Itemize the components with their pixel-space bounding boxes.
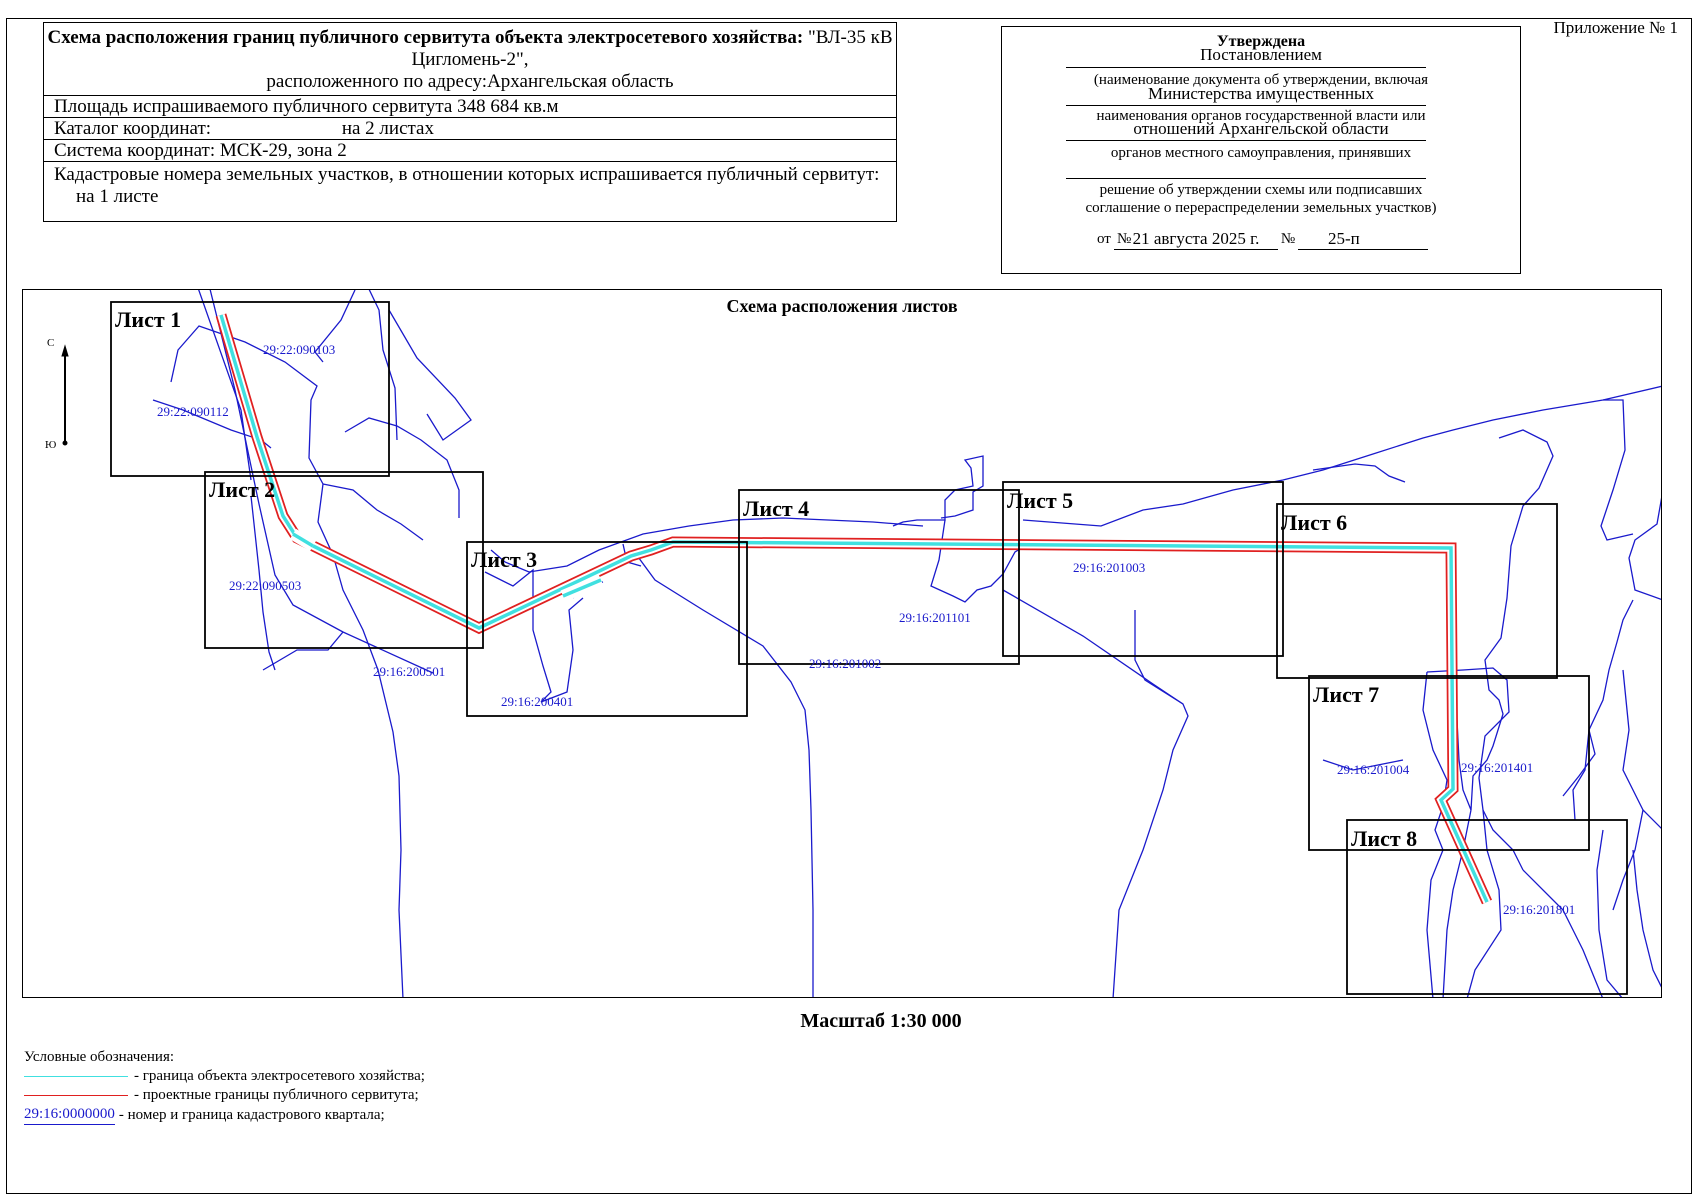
quarter-label: 29:22:090503 xyxy=(229,578,301,593)
legend-object-text: - граница объекта электросетевого хозяйс… xyxy=(134,1068,425,1084)
sheet-label-6: Лист 6 xyxy=(1281,510,1347,535)
cadastral-value: на 1 листе xyxy=(76,186,159,207)
cadastral-row: Кадастровые номера земельных участков, в… xyxy=(44,162,896,208)
quarter-label: 29:22:090103 xyxy=(263,342,335,357)
approval-heading: Утверждена xyxy=(1216,33,1306,50)
quarter-label: 29:22:090112 xyxy=(157,404,229,419)
legend-title: Условные обозначения: xyxy=(24,1049,175,1065)
legend: Условные обозначения: - граница объекта … xyxy=(24,1048,425,1125)
legend-servitude-text: - проектные границы публичного сервитута… xyxy=(134,1087,419,1103)
approval-note2: наименования органов государственной вла… xyxy=(1096,108,1426,124)
quarter-label: 29:16:200501 xyxy=(373,664,445,679)
sheet-label-3: Лист 3 xyxy=(471,547,537,572)
info-table: Схема расположения границ публичного сер… xyxy=(43,22,897,222)
approval-note5: соглашение о перераспределении земельных… xyxy=(1085,200,1437,216)
approval-num-label: № xyxy=(1117,231,1132,247)
sheet-label-4: Лист 4 xyxy=(743,496,809,521)
title-bold: Схема расположения границ публичного сер… xyxy=(47,27,804,48)
legend-servitude-item: - проектные границы публичного сервитута… xyxy=(24,1086,425,1105)
quarter-label: 29:16:201401 xyxy=(1461,760,1533,775)
catalog-value: на 2 листах xyxy=(341,118,434,139)
map-title: Схема расположения листов xyxy=(726,296,958,316)
quarter-label: 29:16:201101 xyxy=(899,610,971,625)
approval-from-label: от xyxy=(1097,231,1111,247)
quarter-label: 29:16:201801 xyxy=(1503,902,1575,917)
cadastral-text: Кадастровые номера земельных участков, в… xyxy=(54,164,880,185)
legend-object-item: - граница объекта электросетевого хозяйс… xyxy=(24,1067,425,1086)
approval-number-sign: № xyxy=(1280,231,1296,247)
map-svg: Лист 1 Лист 2 Лист 3 Лист 4 Лист 5 Лист … xyxy=(45,290,1661,997)
sheet-label-5: Лист 5 xyxy=(1007,488,1073,513)
map-frame: Схема расположения листов xyxy=(22,289,1662,998)
quarter-label: 29:16:201003 xyxy=(1073,560,1145,575)
sheet-border xyxy=(6,18,1692,1194)
approval-number: 25-п xyxy=(1298,229,1428,250)
approval-note4: решение об утверждении схемы или подписа… xyxy=(1099,182,1423,198)
info-title: Схема расположения границ публичного сер… xyxy=(44,23,896,96)
legend-quarter-item: 29:16:0000000 - номер и граница кадастро… xyxy=(24,1105,425,1125)
approval-note3: органов местного самоуправления, принявш… xyxy=(1110,145,1412,161)
approval-line1: Постановлением xyxy=(1200,45,1322,64)
approval-line3: отношений Архангельской области xyxy=(1133,119,1389,138)
area-row: Площадь испрашиваемого публичного сервит… xyxy=(44,96,896,118)
legend-red-line xyxy=(24,1095,128,1096)
coord-system-row: Система координат: МСК-29, зона 2 xyxy=(44,140,896,162)
catalog-row: Каталог координат: на 2 листах xyxy=(44,118,896,140)
legend-quarter-code: 29:16:0000000 xyxy=(24,1105,115,1125)
appendix-label: Приложение № 1 xyxy=(1553,18,1678,37)
quarter-label: 29:16:201004 xyxy=(1337,762,1410,777)
north-label: С xyxy=(47,337,54,349)
south-label: Ю xyxy=(45,439,56,451)
approval-block: Утверждена Постановлением (наименование … xyxy=(1001,26,1521,274)
scale-label: Масштаб 1:30 000 xyxy=(800,1010,962,1032)
quarter-label: 29:16:201002 xyxy=(809,656,881,671)
sheet-label-7: Лист 7 xyxy=(1313,682,1379,707)
sheet-label-1: Лист 1 xyxy=(115,307,181,332)
title-object: "ВЛ-35 кВ Цигломень-2", xyxy=(411,27,893,70)
sheet-label-2: Лист 2 xyxy=(209,477,275,502)
approval-date: 21 августа 2025 г. xyxy=(1114,229,1278,250)
approval-note1: (наименование документа об утверждении, … xyxy=(1093,72,1429,88)
legend-cyan-line xyxy=(24,1076,128,1077)
sheet-label-8: Лист 8 xyxy=(1351,826,1417,851)
approval-line2: Министерства имущественных xyxy=(1148,84,1374,103)
legend-quarter-text: - номер и граница кадастрового квартала; xyxy=(118,1106,385,1123)
title-address: расположенного по адресу:Архангельская о… xyxy=(266,71,674,92)
quarter-label: 29:16:200401 xyxy=(501,694,573,709)
catalog-label: Каталог координат: xyxy=(54,118,212,139)
